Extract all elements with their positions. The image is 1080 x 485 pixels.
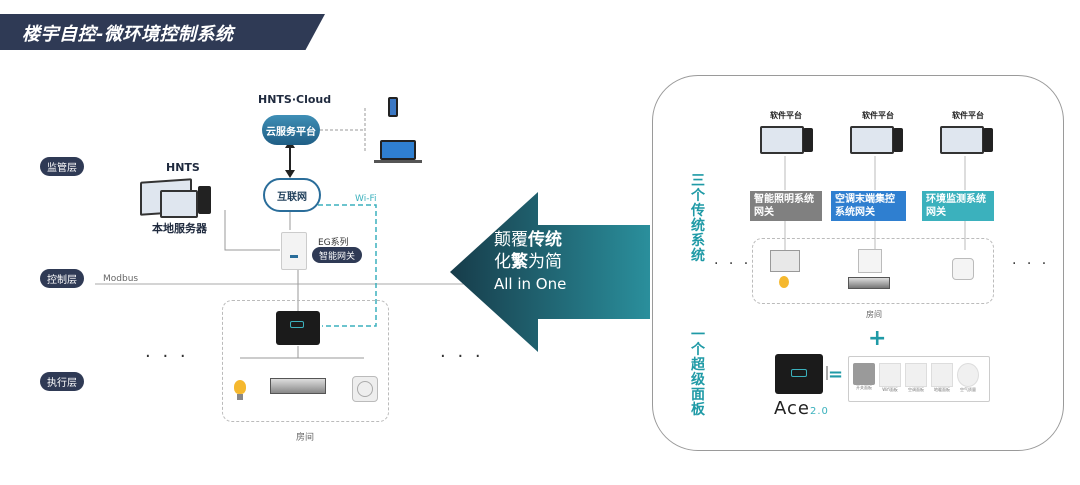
server-monitor2-icon: [160, 190, 198, 218]
three-systems-title: 三个传统系统: [691, 173, 705, 264]
fan-coil-icon: [270, 378, 326, 394]
ellipsis-right-2: · · ·: [1012, 256, 1050, 272]
pc-monitor-2-icon: [850, 126, 894, 154]
arrow-line3: All in One: [494, 275, 567, 293]
arrow-down-head: [285, 170, 295, 178]
plus-sign: +: [868, 326, 887, 351]
ace-panel-icon: [775, 354, 823, 394]
panel-tiles-box: 开关面板 Wifi面板 空调面板 地暖面板 空气质量: [848, 356, 990, 402]
modbus-label: Modbus: [103, 274, 139, 284]
server-tower-icon: [198, 186, 211, 214]
software-label-3: 软件平台: [952, 111, 984, 120]
thermostat-icon: [858, 249, 882, 273]
phone-icon: [388, 97, 398, 117]
layer-execute-pill: 执行层: [40, 372, 84, 391]
ace-brand: Ace2.0: [774, 398, 829, 419]
sensor-icon: [352, 376, 378, 402]
wifi-dashed-line: [318, 204, 377, 327]
room-label-right: 房间: [866, 310, 882, 319]
cloud-title: HNTS·Cloud: [258, 93, 332, 106]
tile-switch: 开关面板: [853, 363, 875, 401]
ace-brand-name: Ace: [774, 398, 810, 419]
ellipsis-middle: · · ·: [440, 346, 484, 367]
room-label-left: 房间: [296, 433, 315, 443]
internet-node: 互联网: [263, 178, 321, 212]
server-gateway-line: [224, 210, 280, 251]
gateway-hvac: 空调末端集控系统网关: [831, 191, 906, 221]
panel-side-bar: [826, 366, 836, 380]
env-sensor-icon: [952, 258, 974, 280]
gateway-lighting: 智能照明系统网关: [750, 191, 822, 221]
tile-ac: 空调面板: [905, 363, 927, 401]
cloud-service-label: 云服务平台: [266, 126, 316, 138]
bulb-icon: [234, 380, 246, 394]
tile-air-quality: 空气质量: [957, 363, 979, 401]
bulb-right-icon: [779, 276, 789, 288]
server-title: HNTS: [166, 161, 200, 174]
ellipsis-left: · · ·: [145, 346, 189, 367]
gateway-environment-label: 环境监测系统网关: [926, 194, 986, 218]
gateway-series: EG系列: [318, 238, 349, 248]
ace-brand-suffix: 2.0: [809, 406, 829, 417]
gateway-environment: 环境监测系统网关: [922, 191, 994, 221]
equals-sign: =: [828, 364, 844, 385]
arrow-line1-a: 颠覆: [494, 230, 528, 250]
layer-control-pill: 控制层: [40, 269, 84, 288]
pc-tower-1-icon: [803, 128, 813, 152]
room-box-left: [222, 300, 389, 422]
ace-panel-small-icon: [276, 311, 320, 345]
bulb-base: [237, 394, 243, 400]
pc-tower-2-icon: [893, 128, 903, 152]
gateway-lighting-label: 智能照明系统网关: [754, 194, 814, 218]
gateway-badge: 智能网关: [312, 247, 362, 263]
arrow-line2-c: 为简: [528, 252, 562, 272]
internet-label: 互联网: [277, 191, 307, 203]
gateway-label: 智能网关: [318, 251, 355, 262]
page-title: 楼宇自控-微环境控制系统: [22, 24, 234, 45]
super-panel-title: 一个超级面板: [691, 327, 705, 418]
arrow-line2-a: 化: [494, 252, 511, 272]
server-label: 本地服务器: [152, 222, 207, 235]
arrow-line2-b: 繁: [511, 252, 528, 272]
cloud-service-node: 云服务平台: [262, 115, 320, 145]
tile-wifi: Wifi面板: [879, 363, 901, 401]
relay-module-icon: [770, 250, 800, 272]
ellipsis-right-1: · · ·: [714, 256, 752, 272]
gateway-hvac-label: 空调末端集控系统网关: [835, 194, 895, 218]
right-connection-lines: [784, 156, 966, 250]
fan-coil-right-icon: [848, 277, 890, 289]
software-label-2: 软件平台: [862, 111, 894, 120]
wifi-label: Wi-Fi: [355, 194, 377, 204]
laptop-icon: [380, 140, 416, 160]
arrow-text: 颠覆传统 化繁为简 All in One: [494, 229, 566, 295]
software-label-1: 软件平台: [770, 111, 802, 120]
tile-floor-heat: 地暖面板: [931, 363, 953, 401]
layer-monitor-pill: 监管层: [40, 157, 84, 176]
gateway-device-icon: [281, 232, 307, 270]
laptop-base: [374, 160, 422, 163]
arrow-line1-b: 传统: [528, 230, 562, 250]
pc-tower-3-icon: [983, 128, 993, 152]
room-box-right: [752, 238, 994, 304]
all-in-one-arrow: [450, 192, 650, 352]
title-banner: [0, 14, 325, 50]
